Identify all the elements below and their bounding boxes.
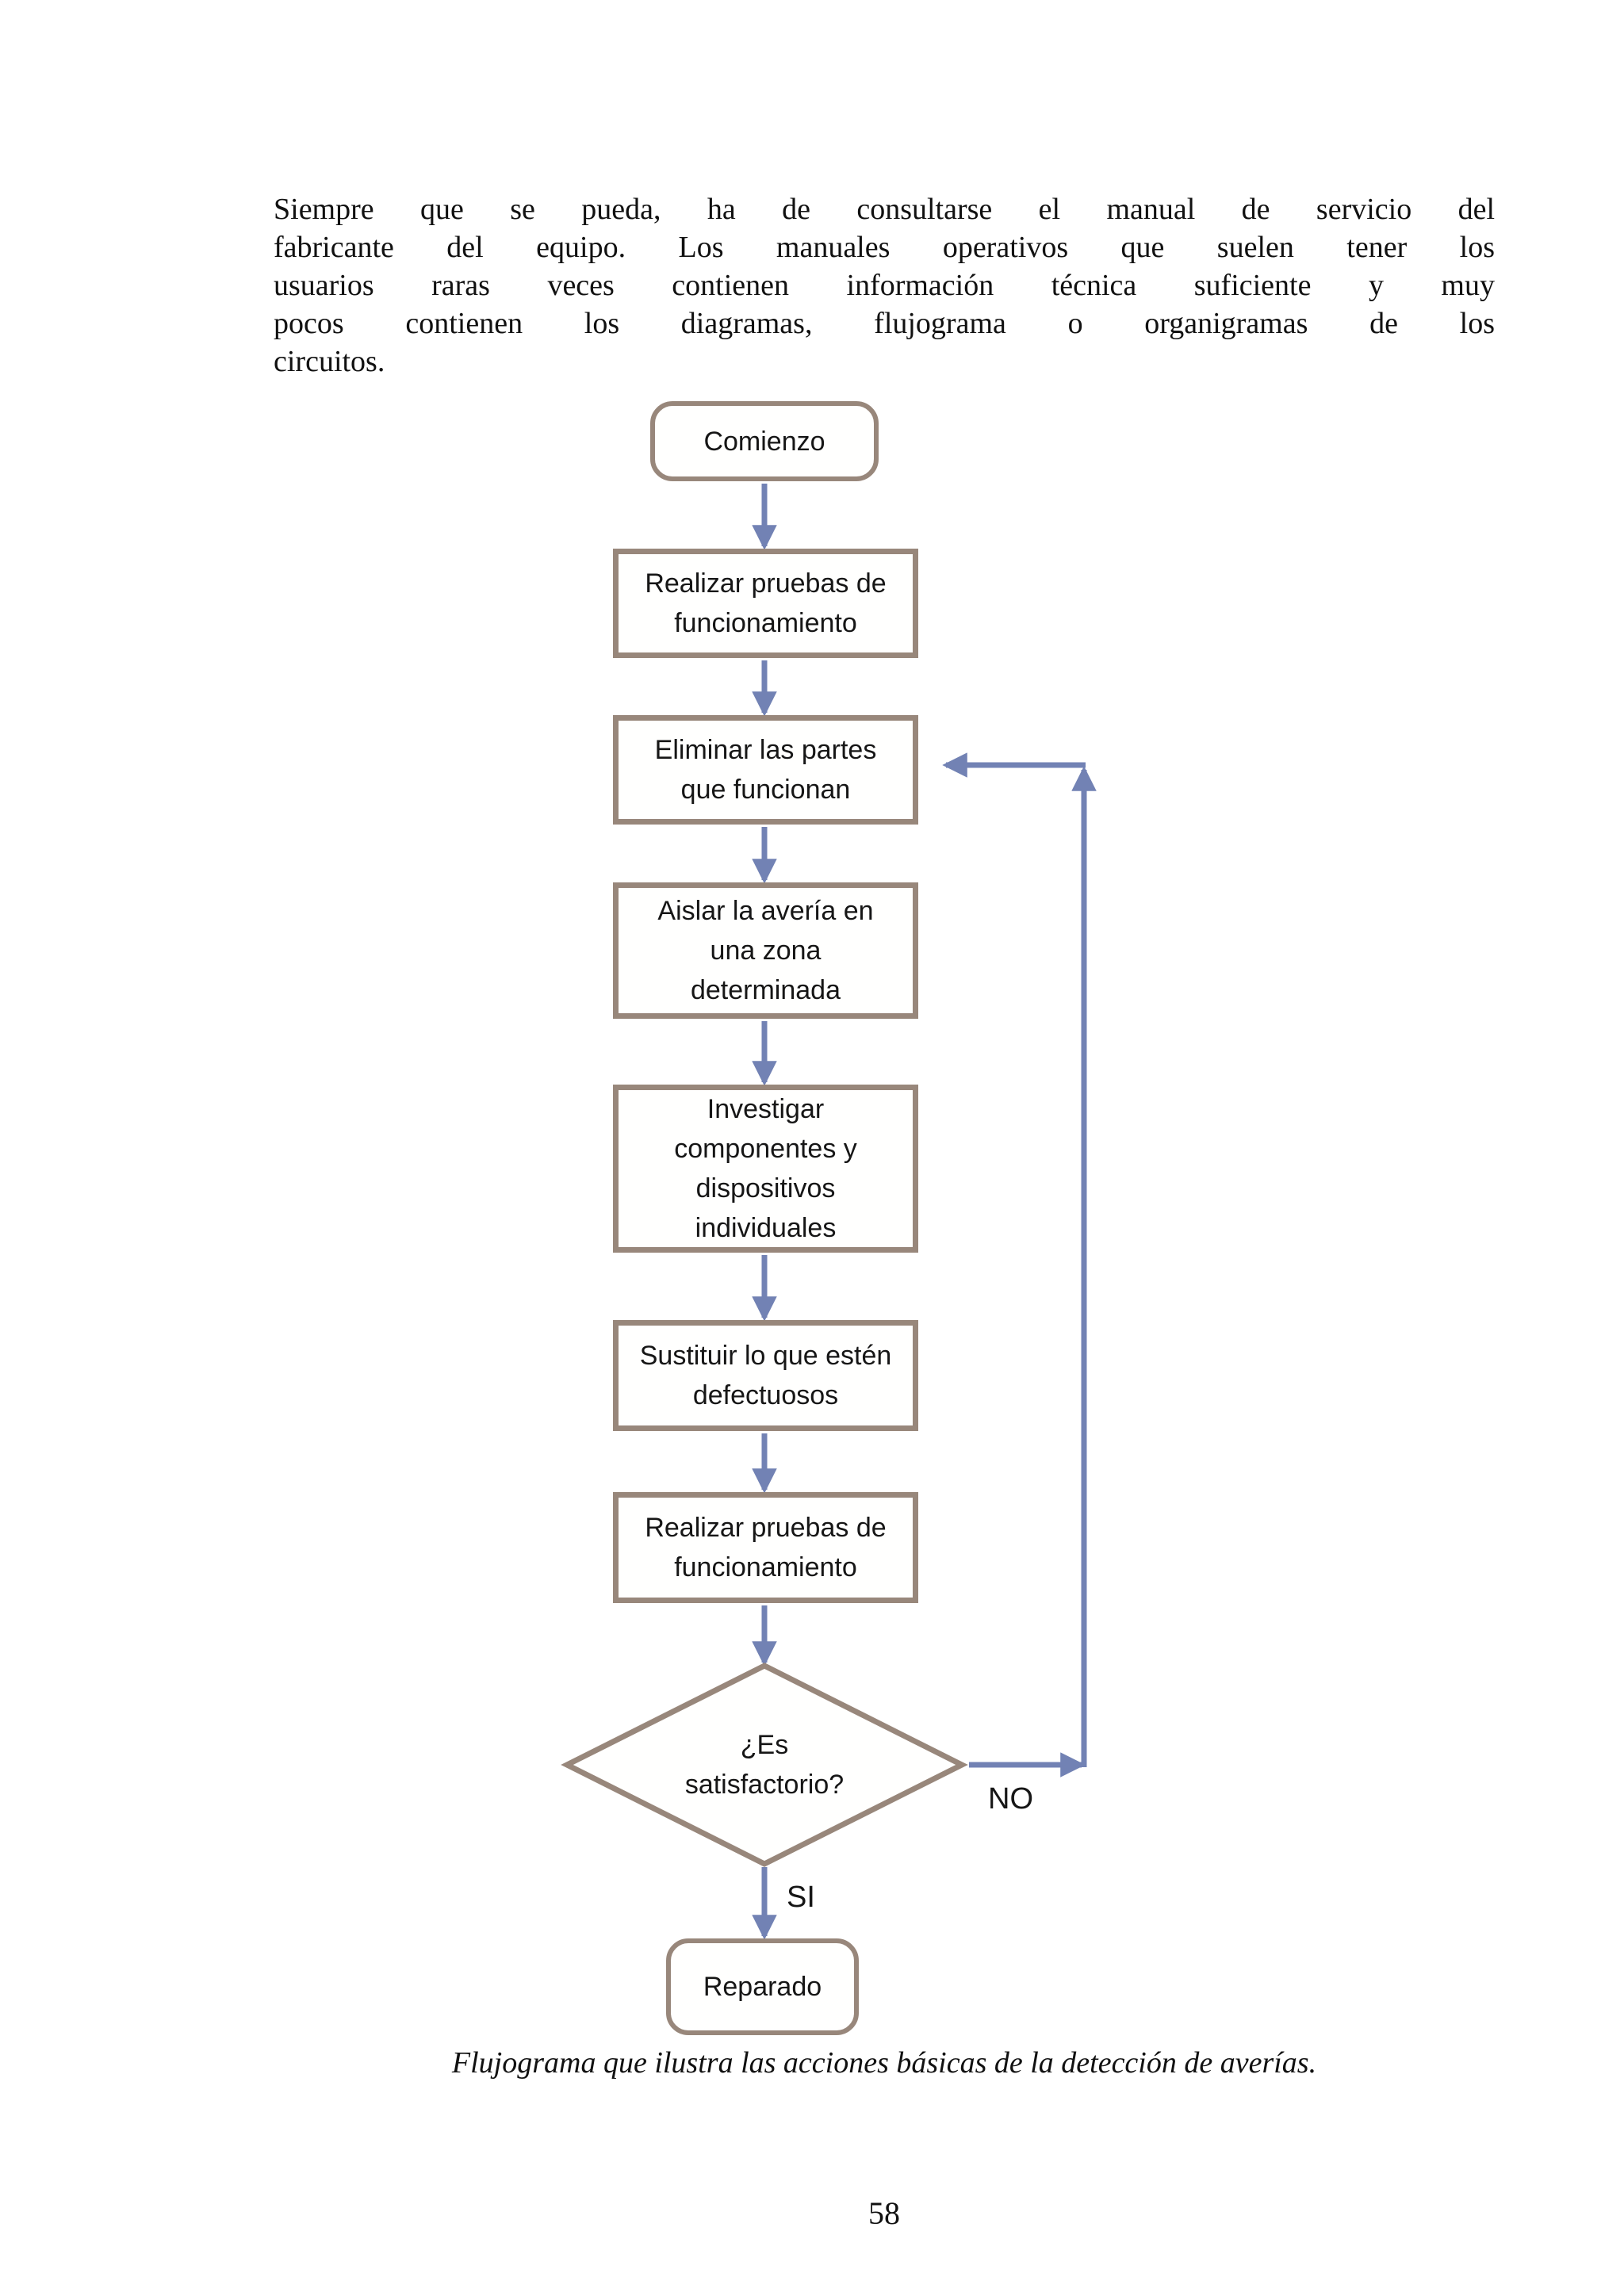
node-step-aislar-averia: Aislar la avería en una zona determinada — [613, 882, 918, 1019]
node-step3-label: Aislar la avería en una zona determinada — [657, 896, 874, 1005]
paragraph-line: circuitos. — [274, 345, 385, 378]
intro-paragraph: Siempre que se pueda, ha de consultarse … — [274, 190, 1495, 381]
node-end: Reparado — [666, 1938, 859, 2035]
page-number: 58 — [868, 2195, 900, 2231]
node-start-label: Comienzo — [703, 426, 825, 457]
branch-label-si: SI — [787, 1881, 815, 1914]
paragraph-line: Siempre que se pueda, ha de consultarse … — [274, 193, 1495, 226]
paragraph-line: fabricante del equipo. Los manuales oper… — [274, 231, 1495, 264]
branch-label-no: NO — [988, 1782, 1033, 1816]
paragraph-line: usuarios raras veces contienen informaci… — [274, 269, 1495, 302]
node-step1-label: Realizar pruebas de funcionamiento — [645, 568, 887, 638]
node-step5-label: Sustituir lo que estén defectuosos — [639, 1341, 892, 1410]
decision-diamond — [561, 1663, 968, 1867]
decision-label: ¿Es satisfactorio? — [684, 1730, 845, 1800]
node-start: Comienzo — [650, 401, 879, 481]
paragraph-line: pocos contienen los diagramas, flujogram… — [274, 307, 1495, 340]
node-step2-label: Eliminar las partes que funcionan — [654, 735, 877, 805]
node-step6-label: Realizar pruebas de funcionamiento — [645, 1513, 887, 1582]
node-step-investigar-componentes: Investigar componentes y dispositivos in… — [613, 1085, 918, 1253]
node-step4-label: Investigar componentes y dispositivos in… — [674, 1094, 857, 1243]
node-step-sustituir-defectuosos: Sustituir lo que estén defectuosos — [613, 1320, 918, 1431]
node-end-label: Reparado — [703, 1972, 822, 2002]
figure-caption: Flujograma que ilustra las acciones bási… — [451, 2046, 1317, 2080]
node-step-realizar-pruebas-2: Realizar pruebas de funcionamiento — [613, 1492, 918, 1603]
node-step-eliminar-partes: Eliminar las partes que funcionan — [613, 715, 918, 825]
node-step-realizar-pruebas-1: Realizar pruebas de funcionamiento — [613, 549, 918, 658]
